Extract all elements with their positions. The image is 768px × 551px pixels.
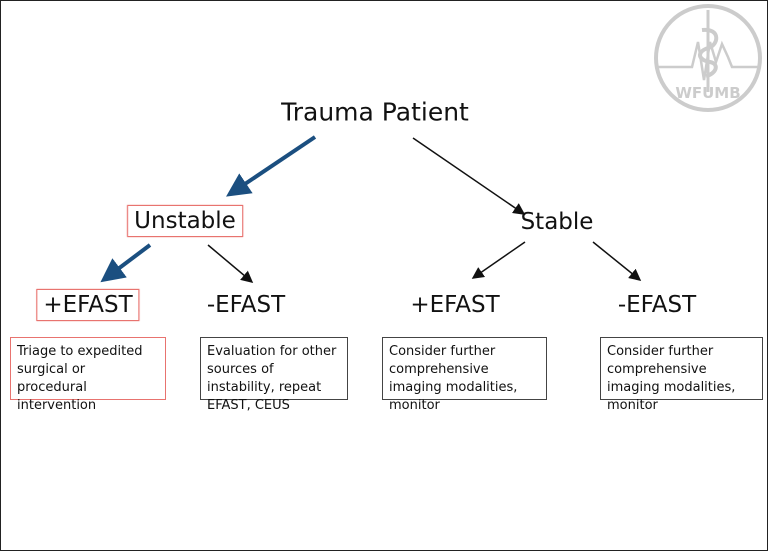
- stable-negative-efast: -EFAST: [617, 292, 697, 318]
- stable-negative-action: Consider further comprehensive imaging m…: [600, 337, 763, 413]
- wfumb-logo: WFUMB: [652, 2, 764, 118]
- svg-text:WFUMB: WFUMB: [675, 84, 740, 102]
- arrow-root-stable: [412, 137, 526, 215]
- root-node: Trauma Patient: [281, 97, 469, 127]
- arrow-root-unstable: [226, 135, 317, 197]
- stable-node: Stable: [520, 209, 594, 235]
- arrow-unstable-negative: [207, 244, 254, 283]
- arrow-stable-positive: [471, 241, 526, 279]
- stable-positive-action: Consider further comprehensive imaging m…: [382, 337, 547, 413]
- stable-positive-efast: +EFAST: [410, 292, 500, 318]
- unstable-positive-action: Triage to expedited surgical or procedur…: [10, 337, 166, 413]
- unstable-node: Unstable: [127, 205, 243, 237]
- unstable-negative-efast: -EFAST: [206, 292, 286, 318]
- arrow-unstable-positive: [100, 243, 152, 283]
- unstable-negative-action: Evaluation for other sources of instabil…: [200, 337, 348, 413]
- arrow-stable-negative: [592, 241, 642, 281]
- unstable-positive-efast: +EFAST: [36, 289, 140, 321]
